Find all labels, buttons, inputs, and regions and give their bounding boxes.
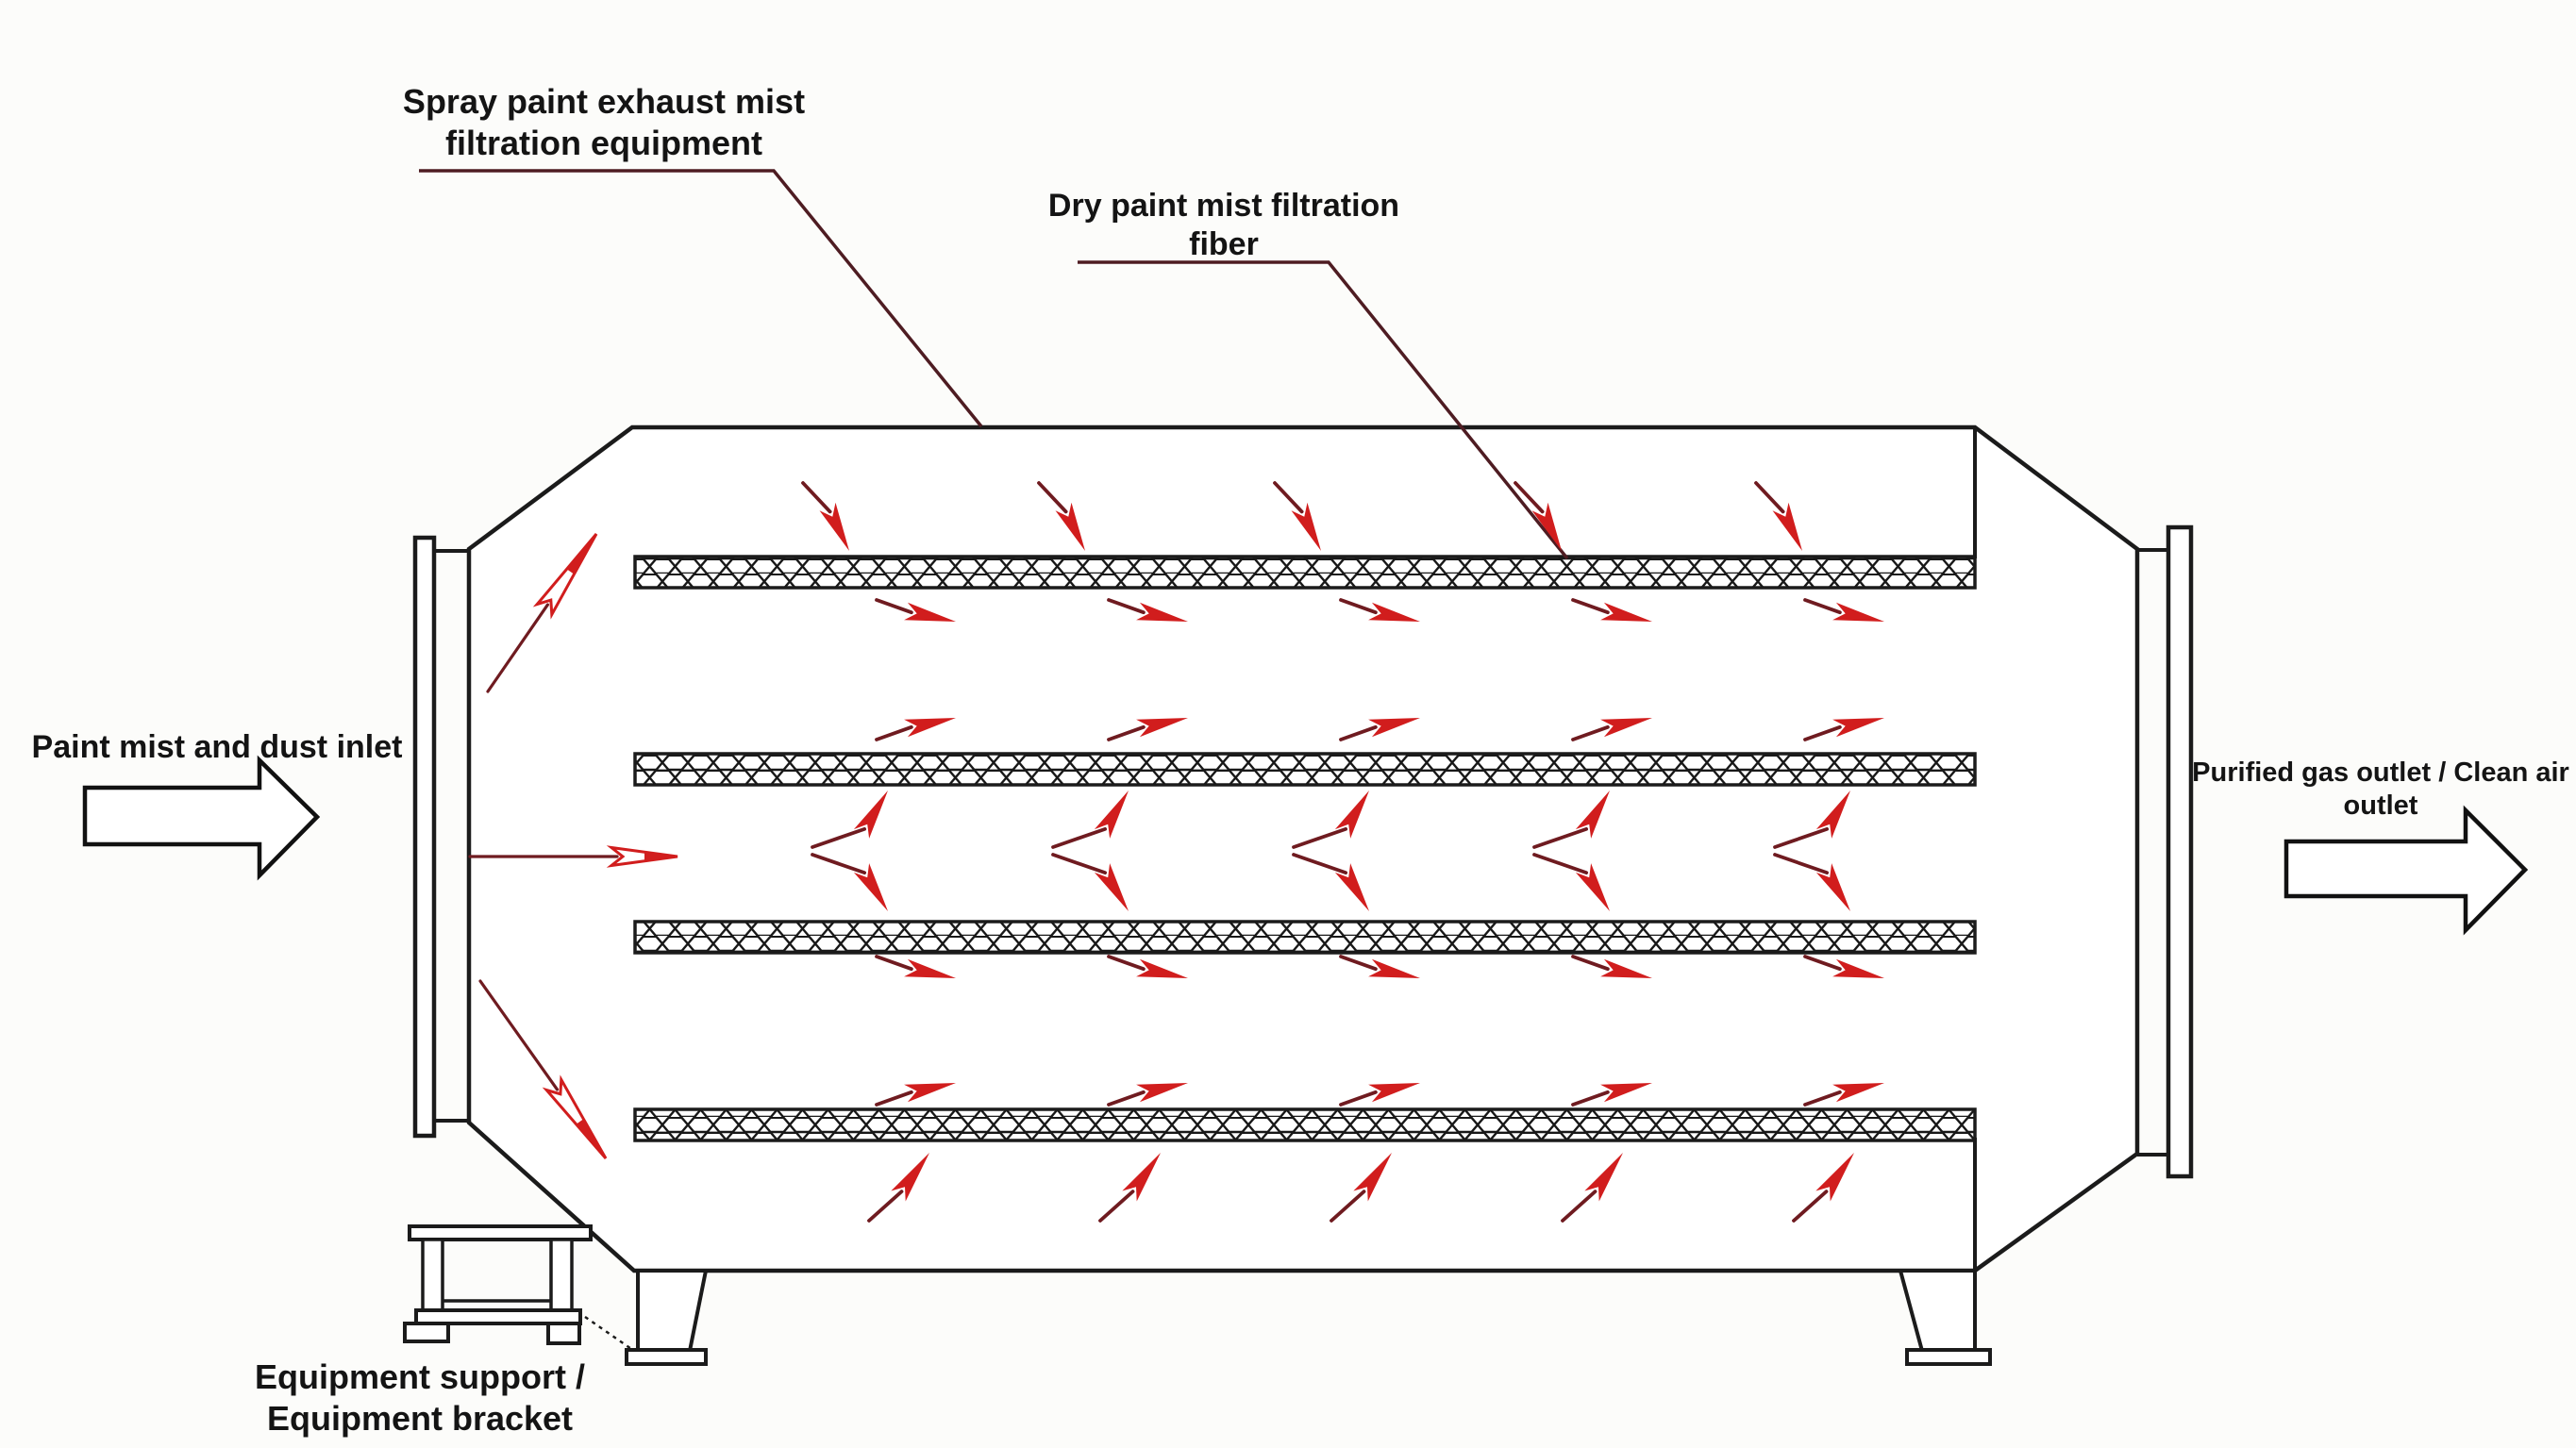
channel2-lower-arrow — [1107, 1083, 1188, 1107]
label-equipment: Spray paint exhaust mist filtration equi… — [403, 81, 805, 164]
bottom-plenum-arrow — [1792, 1153, 1854, 1223]
bracket-right-foot — [546, 1322, 581, 1345]
label-outlet-line1: Purified gas outlet / Clean air — [2192, 757, 2569, 788]
channel1-upper-arrow — [1803, 598, 1884, 622]
label-equipment-line2: filtration equipment — [444, 123, 762, 162]
label-support-line2: Equipment bracket — [266, 1398, 574, 1438]
top-plenum-arrow — [801, 481, 849, 551]
inlet-plenum-up-arrow — [486, 533, 598, 693]
top-plenum-arrow — [1037, 481, 1085, 551]
mid-channel-down-arrow — [811, 853, 888, 911]
mid-channel-down-arrow — [1532, 853, 1610, 911]
right-leg — [1898, 1269, 1992, 1366]
filter-fiber-bars — [633, 555, 1977, 1142]
channel2-lower-arrow — [1803, 1083, 1884, 1107]
bracket-top-plate — [408, 1224, 593, 1241]
outlet-flow-arrow — [2283, 805, 2529, 936]
filter-fiber-bar-3 — [633, 920, 1977, 955]
bracket-tie-line — [584, 1315, 635, 1353]
mid-channel-up-arrow — [811, 791, 888, 849]
channel2-upper-arrow — [1571, 955, 1652, 978]
right-leg-foot — [1905, 1348, 1992, 1366]
mid-channel-down-arrow — [1292, 853, 1369, 911]
channel2-lower-arrow — [875, 1083, 956, 1107]
bottom-plenum-arrow — [1561, 1153, 1623, 1223]
bottom-plenum-arrow — [1330, 1153, 1392, 1223]
channel2-lower-arrow — [1571, 1083, 1652, 1107]
label-fiber-line1: Dry paint mist filtration — [1047, 188, 1400, 224]
label-outlet: Purified gas outlet / Clean air outlet — [2192, 757, 2569, 824]
top-plenum-arrow — [1273, 481, 1321, 551]
channel2-upper-arrow — [1803, 955, 1884, 978]
inlet-flange — [412, 535, 469, 1139]
label-fiber: Dry paint mist filtration fiber — [1048, 187, 1399, 265]
top-plenum-arrow — [1754, 481, 1802, 551]
bracket-right-leg — [549, 1238, 574, 1313]
bracket-bottom-plate — [414, 1308, 582, 1325]
channel2-lower-arrow — [1339, 1083, 1420, 1107]
support-bracket — [403, 1224, 635, 1353]
top-plenum-arrow — [1514, 481, 1562, 551]
left-leg-foot — [625, 1348, 708, 1366]
channel1-lower-arrow — [1803, 718, 1884, 741]
bracket-left-foot — [403, 1322, 450, 1343]
mid-channel-up-arrow — [1292, 791, 1369, 849]
left-leg — [625, 1269, 709, 1366]
inlet-flow-arrow — [82, 755, 321, 881]
airflow-arrows — [468, 481, 1884, 1223]
inlet-plenum-flow-arrow — [468, 845, 678, 868]
equipment-leader-line — [419, 169, 983, 428]
label-fiber-line2: fiber — [1189, 226, 1259, 263]
filter-fiber-bar-4 — [633, 1107, 1977, 1142]
channel2-upper-arrow — [1107, 955, 1188, 978]
channel1-upper-arrow — [1339, 598, 1420, 622]
label-support: Equipment support / Equipment bracket — [255, 1356, 585, 1440]
mid-channel-down-arrow — [1773, 853, 1850, 911]
bottom-plenum-arrow — [867, 1153, 929, 1223]
mid-channel-up-arrow — [1532, 791, 1610, 849]
chamber-body-outline — [466, 424, 2140, 1273]
channel1-upper-arrow — [1571, 598, 1652, 622]
channel1-lower-arrow — [1107, 718, 1188, 741]
label-inlet: Paint mist and dust inlet — [32, 728, 403, 767]
channel1-upper-arrow — [875, 598, 956, 622]
label-inlet-line1: Paint mist and dust inlet — [31, 729, 403, 765]
fiber-leader-line — [1078, 260, 1569, 560]
mid-channel-down-arrow — [1051, 853, 1129, 911]
bracket-left-leg — [421, 1238, 444, 1313]
mid-channel-up-arrow — [1773, 791, 1850, 849]
mid-channel-up-arrow — [1051, 791, 1129, 849]
channel2-upper-arrow — [875, 955, 956, 978]
inlet-plenum-down-arrow — [478, 979, 608, 1159]
label-equipment-line1: Spray paint exhaust mist — [402, 82, 806, 121]
label-support-line1: Equipment support / — [255, 1357, 585, 1396]
bottom-plenum-arrow — [1098, 1153, 1161, 1223]
outlet-flange — [2137, 524, 2194, 1179]
channel1-lower-arrow — [1339, 718, 1420, 741]
channel2-upper-arrow — [1339, 955, 1420, 978]
channel1-upper-arrow — [1107, 598, 1188, 622]
filter-fiber-bar-1 — [633, 555, 1977, 590]
filter-fiber-bar-2 — [633, 752, 1977, 787]
channel1-lower-arrow — [1571, 718, 1652, 741]
channel1-lower-arrow — [875, 718, 956, 741]
label-outlet-line2: outlet — [2343, 791, 2418, 822]
